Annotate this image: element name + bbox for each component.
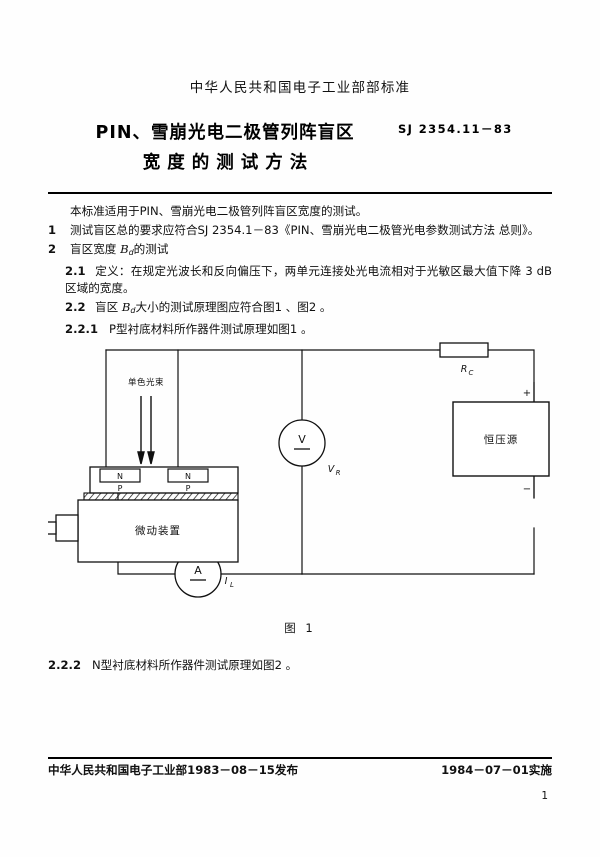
page-title-line2: 宽度的测试方法 — [142, 153, 315, 173]
device-n-label-right: N — [185, 472, 191, 481]
voltmeter-symbol: V — [298, 433, 306, 446]
clause-2: 2 盲区宽度 Bd的测试 — [48, 241, 552, 261]
light-beam-arrows-icon — [137, 396, 155, 465]
figure-1-circuit-diagram: R C V V R A I L 恒压源 + − — [33, 330, 552, 630]
device-n-label-left: N — [117, 472, 123, 481]
clause-2-text-a: 盲区宽度 — [70, 241, 121, 256]
clause-2-2-2: 2.2.2 N型衬底材料所作器件测试原理如图2 。 — [48, 657, 552, 674]
footer-issuer: 中华人民共和国电子工业部1983－08－15发布 — [48, 763, 299, 777]
resistor-label-subscript: C — [469, 369, 474, 377]
device-back-contact-hatched — [83, 492, 239, 501]
clause-2-2-number: 2.2 — [65, 300, 86, 315]
document-body: 本标准适用于PIN、雪崩光电二极管列阵盲区宽度的测试。 1 测试盲区总的要求应符合… — [48, 203, 552, 340]
voltmeter-label: V — [328, 464, 336, 475]
clause-2-1-text: 定义：在规定光波长和反向偏压下，两单元连接处光电流相对于光敏区最大值下降 3 d… — [65, 263, 552, 296]
micro-stage-collar — [55, 514, 79, 542]
header-divider — [48, 192, 552, 195]
micro-stage-body — [77, 499, 239, 563]
clause-2-text-b: 的测试 — [133, 241, 169, 256]
device-p-label-right: P — [186, 484, 191, 493]
clause-1-number: 1 — [48, 222, 57, 237]
clause-2-2-2-number: 2.2.2 — [48, 658, 82, 672]
clause-2-symbol-subscript: d — [128, 247, 134, 257]
page-title-line1: PIN、雪崩光电二极管列阵盲区 — [95, 123, 355, 143]
supply-negative-terminal: − — [523, 484, 531, 495]
ammeter-label-subscript: L — [230, 581, 234, 589]
page-number: 1 — [541, 790, 548, 802]
standard-number: SJ 2354.11－83 — [398, 122, 513, 136]
clause-1: 1 测试盲区总的要求应符合SJ 2354.1－83《PIN、雪崩光电二极管光电参数… — [48, 222, 552, 239]
clause-2-2-2-text: N型衬底材料所作器件测试原理如图2 。 — [92, 658, 298, 672]
clause-2-2-1: 2.2.1 P型衬底材料所作器件测试原理如图1 。 — [48, 321, 552, 338]
clause-2-2-symbol: B — [121, 300, 131, 315]
device-n-well-right — [167, 468, 209, 483]
figure-1-caption: 图 1 — [284, 621, 316, 635]
circuit-svg: R C V V R A I L 恒压源 + − — [33, 342, 550, 598]
supply-positive-terminal: + — [523, 388, 531, 399]
light-beam-label: 单色光束 — [128, 377, 164, 388]
ministry-heading: 中华人民共和国电子工业部部标准 — [189, 80, 411, 96]
document-body-continued: 2.2.2 N型衬底材料所作器件测试原理如图2 。 — [48, 657, 552, 676]
clause-2-2-1-number: 2.2.1 — [65, 321, 99, 336]
device-p-label-left: P — [118, 484, 123, 493]
clause-2-2-1-text: P型衬底材料所作器件测试原理如图1 。 — [109, 321, 313, 336]
device-n-well-left — [99, 468, 141, 483]
clause-2-1-number: 2.1 — [65, 263, 86, 278]
constant-voltage-source-label: 恒压源 — [484, 433, 519, 446]
footer-effective-date: 1984－07－01实施 — [441, 763, 552, 777]
clause-2-2: 2.2 盲区 Bd大小的测试原理图应符合图1 、图2 。 — [48, 299, 552, 319]
constant-voltage-source-box — [452, 401, 550, 477]
ammeter-symbol: A — [194, 564, 202, 577]
clause-2-symbol: B — [120, 241, 129, 256]
clause-2-2-text-a: 盲区 — [95, 300, 122, 315]
clause-2-2-text-b: 大小的测试原理图应符合图1 、图2 。 — [135, 300, 332, 315]
footer-divider — [48, 757, 552, 760]
clause-2-2-symbol-subscript: d — [130, 306, 136, 316]
resistor-label: R — [461, 364, 468, 375]
scope-paragraph: 本标准适用于PIN、雪崩光电二极管列阵盲区宽度的测试。 — [70, 204, 368, 218]
page-title: PIN、雪崩光电二极管列阵盲区 宽度的测试方法 — [60, 118, 390, 178]
micro-stage-knob — [33, 521, 57, 535]
clause-1-text: 测试盲区总的要求应符合SJ 2354.1－83《PIN、雪崩光电二极管光电参数测… — [70, 222, 540, 237]
voltmeter-symbol-circle — [278, 419, 326, 467]
voltmeter-label-subscript: R — [336, 469, 341, 477]
micro-stage-label: 微动装置 — [135, 524, 181, 537]
resistor-rc — [439, 342, 489, 358]
clause-2-number: 2 — [48, 241, 57, 256]
ammeter-label: I — [225, 576, 228, 587]
